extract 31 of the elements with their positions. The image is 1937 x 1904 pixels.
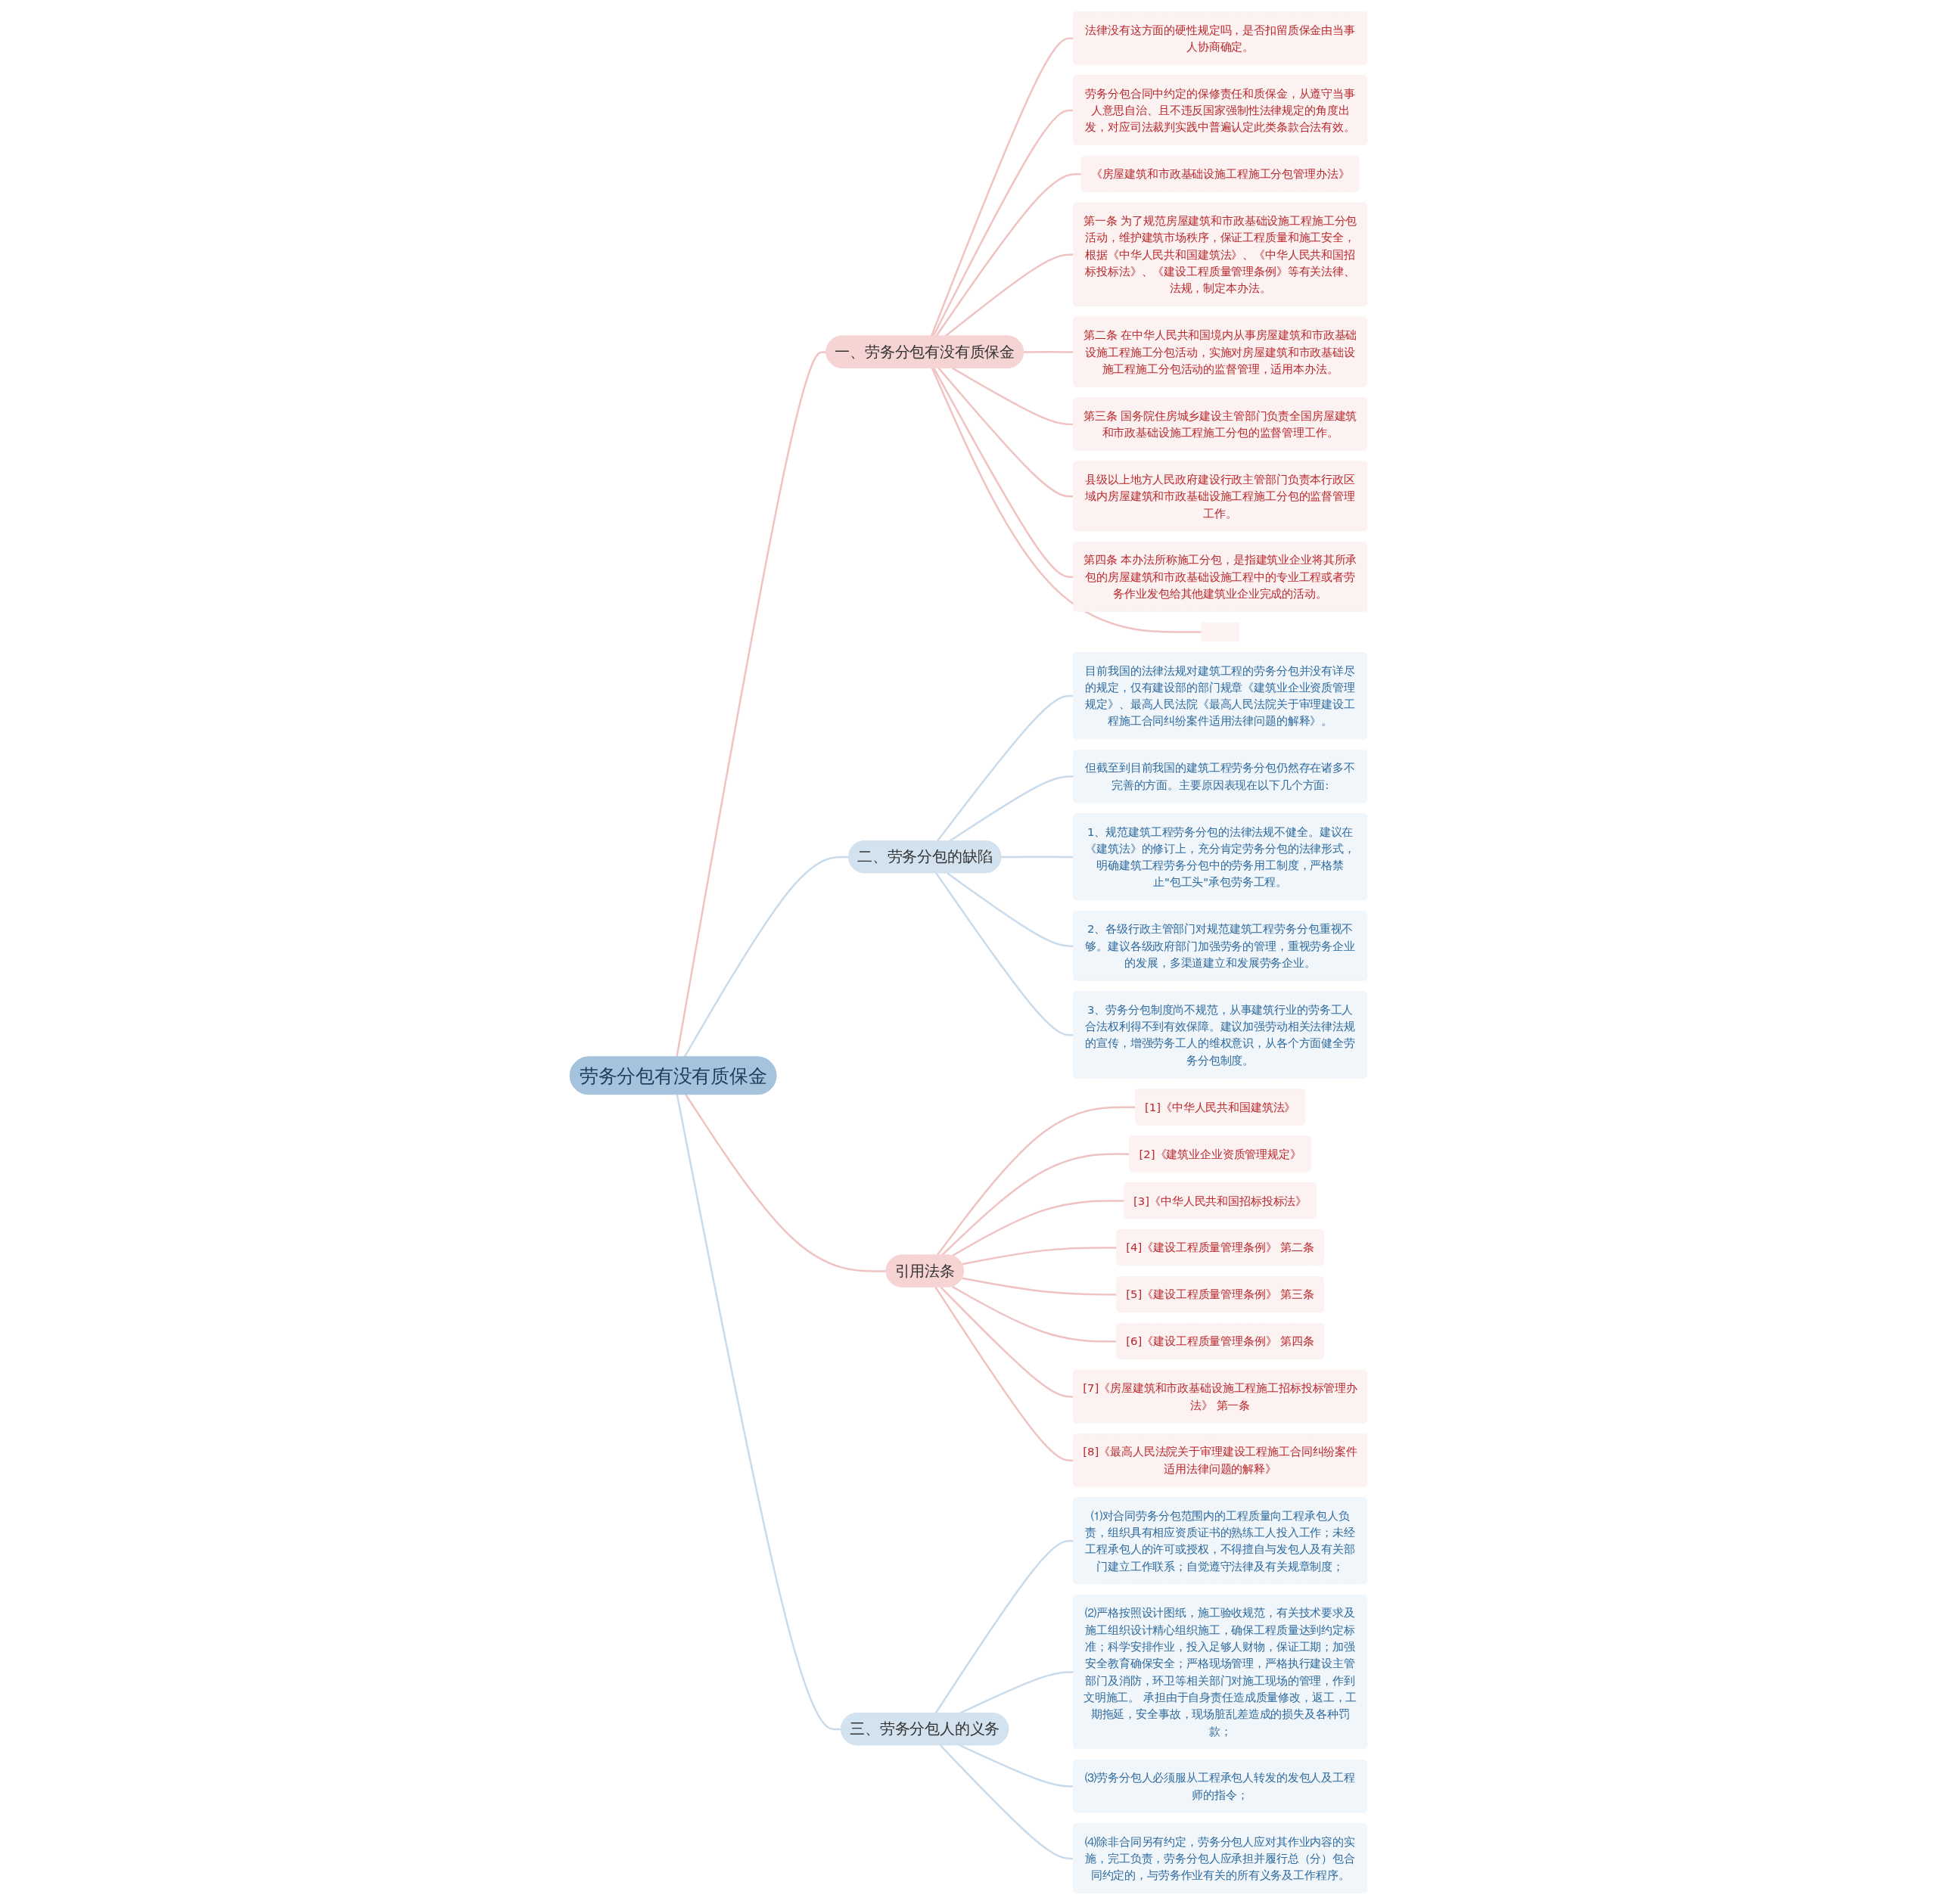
connector xyxy=(962,1246,1118,1265)
connector xyxy=(685,1093,887,1272)
connector xyxy=(937,367,1074,498)
connector xyxy=(939,1744,1074,1859)
connector xyxy=(940,1286,1074,1398)
connector xyxy=(935,172,1082,337)
connector xyxy=(941,1152,1130,1256)
connector xyxy=(931,367,1202,633)
connector xyxy=(962,1277,1118,1296)
connector xyxy=(944,253,1074,337)
connector xyxy=(952,367,1074,425)
connector xyxy=(949,775,1074,842)
connector xyxy=(934,1539,1074,1714)
connector xyxy=(1001,856,1074,858)
connector xyxy=(947,871,1074,947)
connector xyxy=(676,1094,842,1730)
connector xyxy=(676,350,827,1058)
connector xyxy=(951,1199,1125,1256)
connector xyxy=(930,36,1074,337)
connector xyxy=(959,1744,1074,1788)
connector xyxy=(936,694,1074,842)
connector xyxy=(936,1105,1136,1256)
connector xyxy=(935,871,1074,1036)
connector xyxy=(933,367,1074,578)
node-box xyxy=(1201,622,1239,641)
connector xyxy=(951,1285,1118,1343)
connector xyxy=(1023,350,1074,353)
connector xyxy=(683,856,849,1058)
connector xyxy=(932,109,1074,337)
connector xyxy=(959,1670,1074,1714)
connector xyxy=(934,1286,1074,1461)
